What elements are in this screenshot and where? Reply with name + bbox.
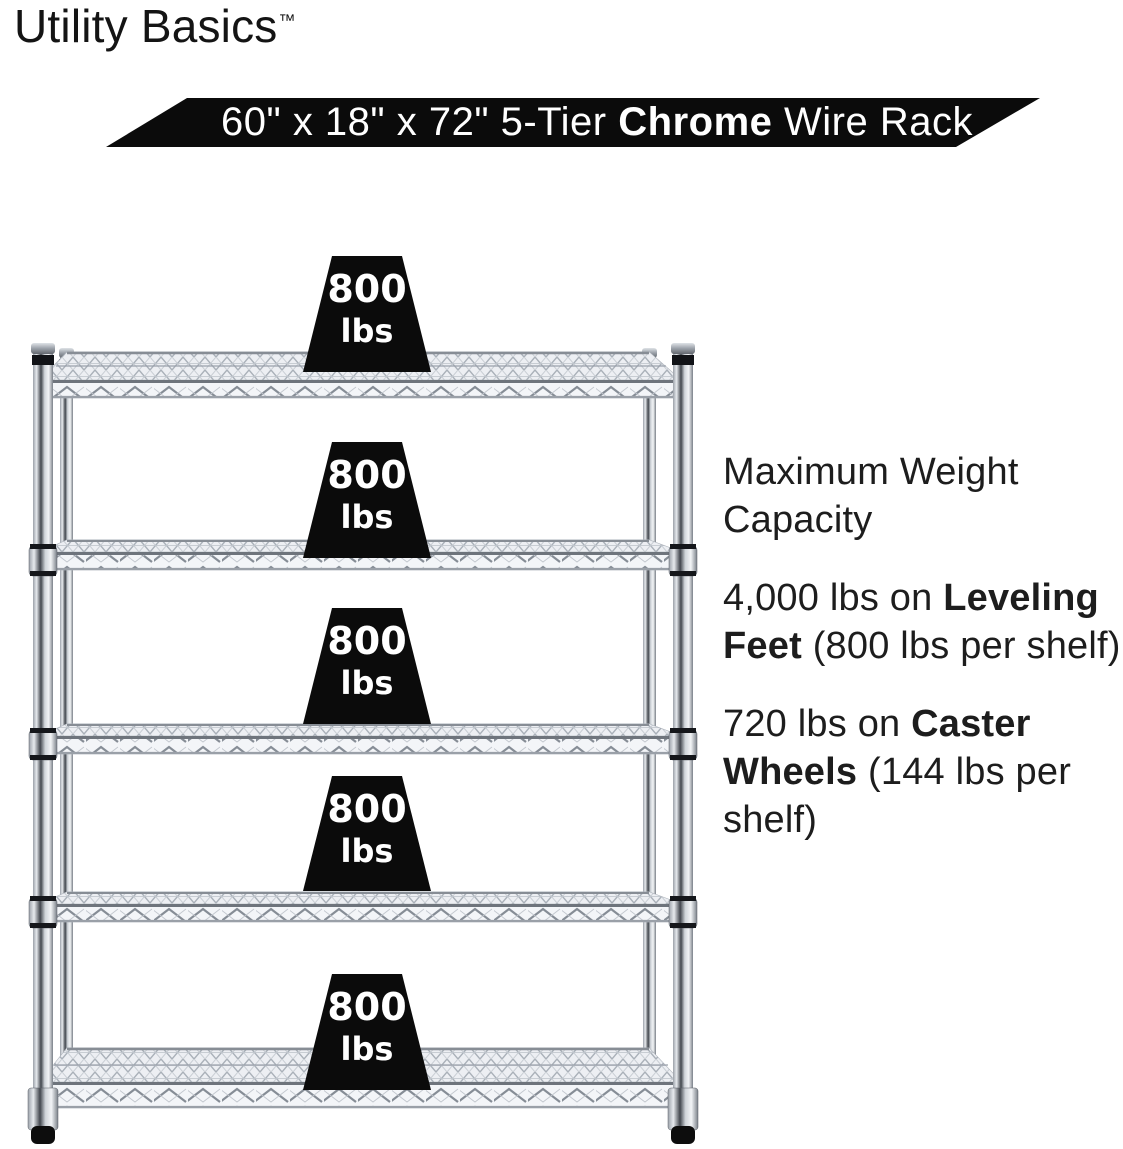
spec-caster-wheels: 720 lbs on Caster Wheels (144 lbs per sh… (723, 700, 1123, 844)
weight-value: 800 (327, 267, 406, 311)
product-title: 60" x 18" x 72" 5-Tier Chrome Wire Rack (173, 98, 973, 147)
spec-bold: Caster Wheels (723, 703, 1031, 793)
weight-value: 800 (327, 985, 406, 1029)
brand-name: Utility Basics (14, 0, 278, 52)
product-title-prefix: 60" x 18" x 72" 5-Tier (221, 100, 619, 144)
spec-text: (144 lbs per shelf) (723, 751, 1072, 841)
weight-value: 800 (327, 619, 406, 663)
weight-marker-4: 800 lbs (303, 776, 431, 891)
capacity-heading: Maximum Weight Capacity (723, 451, 1019, 541)
weight-value: 800 (327, 453, 406, 497)
spec-bold: Leveling Feet (723, 577, 1099, 667)
spec-text: 720 lbs on (723, 703, 912, 745)
weight-marker-2: 800 lbs (303, 442, 431, 558)
spec-leveling-feet: 4,000 lbs on Leveling Feet (800 lbs per … (723, 574, 1123, 670)
weight-value: 800 (327, 787, 406, 831)
weight-marker-5: 800 lbs (303, 974, 431, 1090)
weight-unit: lbs (341, 1030, 394, 1068)
weight-unit: lbs (341, 312, 394, 350)
product-title-suffix: Wire Rack (772, 100, 973, 144)
weight-marker-3: 800 lbs (303, 608, 431, 724)
leveling-foot (27, 1087, 699, 1144)
title-banner: 60" x 18" x 72" 5-Tier Chrome Wire Rack (106, 98, 1040, 147)
weight-unit: lbs (341, 664, 394, 702)
weight-marker-1: 800 lbs (303, 256, 431, 372)
wire-rack-illustration: 800 lbs 800 lbs 800 lbs 800 lbs 800 lbs (27, 256, 699, 1144)
spec-text: 4,000 lbs on (723, 577, 944, 619)
brand-trademark: ™ (278, 10, 296, 30)
weight-unit: lbs (341, 498, 394, 536)
weight-unit: lbs (341, 832, 394, 870)
product-title-finish: Chrome (618, 100, 773, 144)
spec-text: (800 lbs per shelf) (801, 625, 1121, 667)
capacity-info: Maximum Weight Capacity 4,000 lbs on Lev… (723, 448, 1123, 844)
brand-logo: Utility Basics™ (14, 0, 296, 56)
